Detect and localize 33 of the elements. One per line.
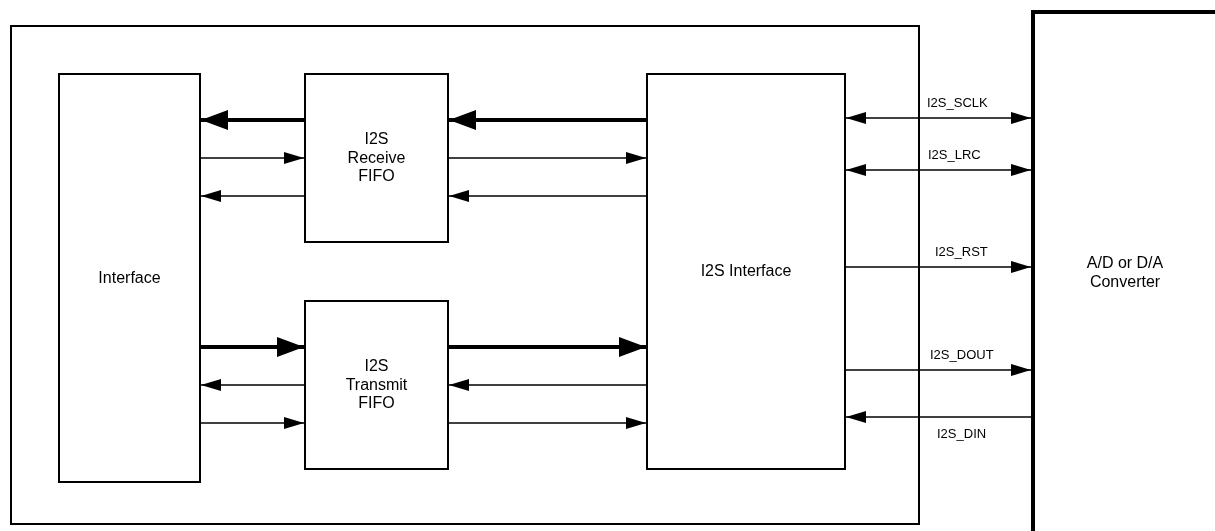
block-label: I2S Interface — [700, 262, 792, 281]
block-box — [1031, 10, 1215, 531]
arrow — [200, 417, 305, 429]
signal-label: I2S_DOUT — [930, 348, 994, 363]
arrow — [448, 379, 647, 391]
arrow — [448, 152, 647, 164]
arrow — [845, 261, 1032, 273]
block-box — [304, 300, 449, 470]
signal-label: I2S_RST — [935, 245, 988, 260]
block-box — [304, 73, 449, 243]
arrow — [845, 364, 1032, 376]
arrow — [200, 152, 305, 164]
arrow — [201, 110, 304, 130]
enclosure-box — [10, 25, 920, 525]
arrow — [845, 112, 1032, 124]
signal-label: I2S_LRC — [928, 148, 981, 163]
arrow — [200, 190, 305, 202]
arrow — [845, 164, 1032, 176]
arrow — [449, 337, 646, 357]
block-label: A/D or D/A Converter — [1085, 254, 1165, 291]
block-label: I2S Transmit FIFO — [344, 357, 409, 413]
arrow — [200, 379, 305, 391]
arrow — [449, 110, 646, 130]
arrow — [845, 411, 1032, 423]
block-label: Interface — [98, 268, 161, 288]
arrow — [448, 190, 647, 202]
block-label: I2S Receive FIFO — [346, 130, 407, 186]
block-box — [58, 73, 201, 483]
arrow — [201, 337, 304, 357]
block-box — [646, 73, 846, 470]
signal-label: I2S_SCLK — [927, 96, 988, 111]
arrow — [448, 417, 647, 429]
signal-label: I2S_DIN — [937, 427, 987, 442]
